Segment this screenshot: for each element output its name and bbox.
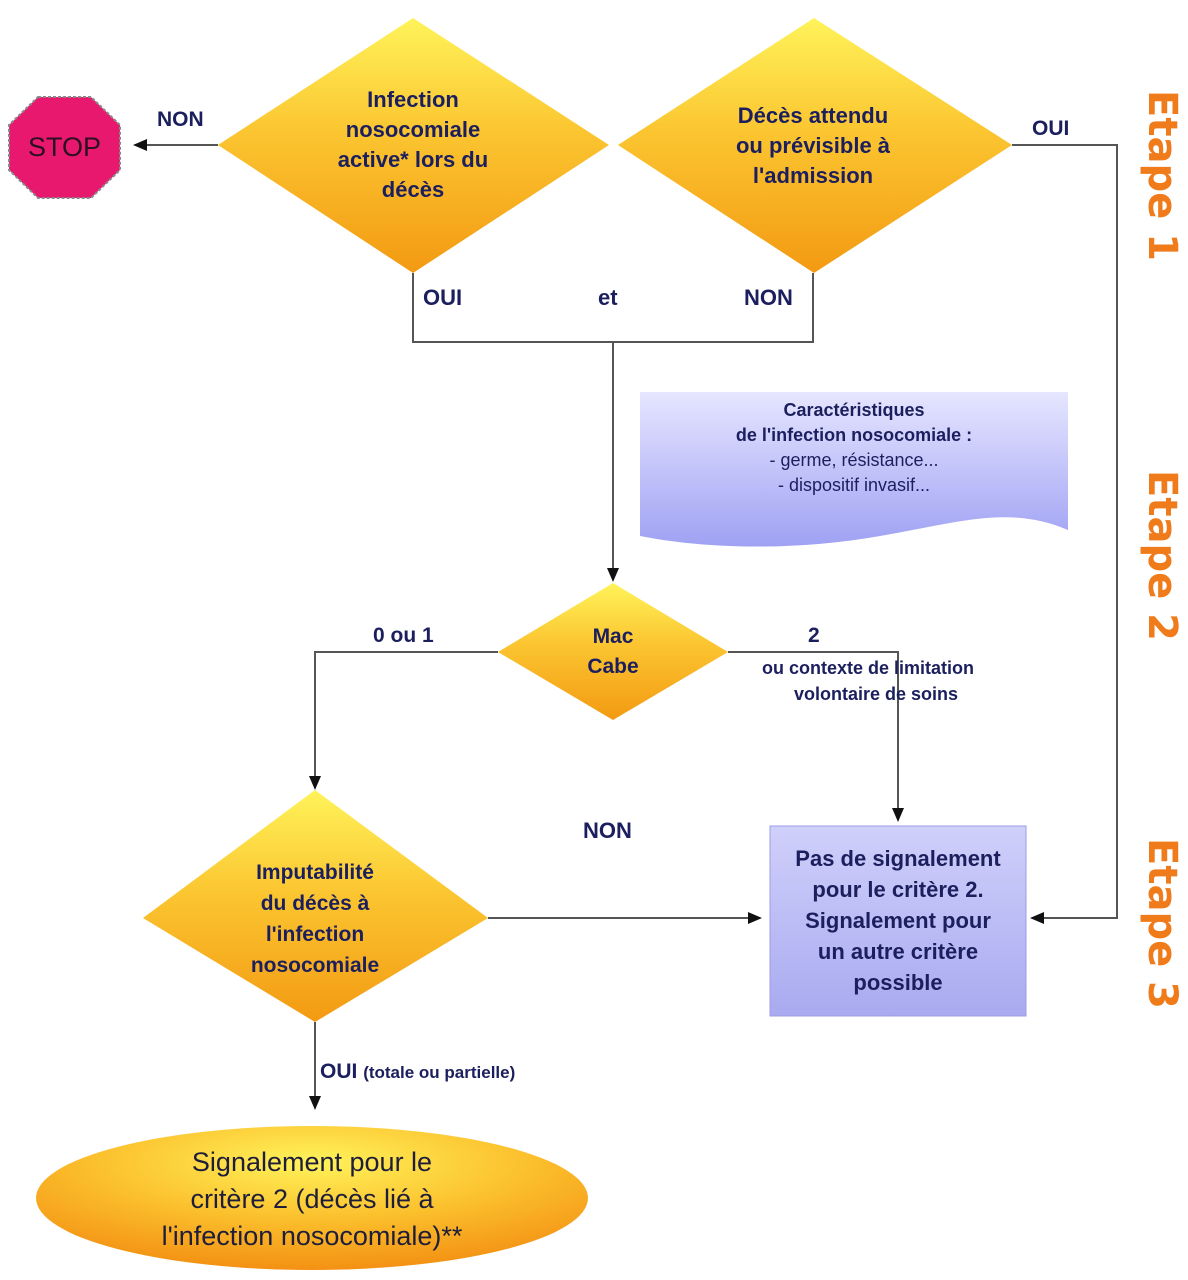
label-non-mid: NON xyxy=(744,285,793,310)
etape-1: Etape 1 xyxy=(1139,90,1185,261)
connectors xyxy=(133,139,1118,1110)
deces-attendu-diamond xyxy=(618,18,1012,273)
zero-ou-un-connector xyxy=(309,651,498,790)
stop-sign xyxy=(8,96,121,199)
label-non-stop: NON xyxy=(157,108,204,131)
label-deux: 2 xyxy=(808,624,820,647)
label-oui-totale: OUI (totale ou partielle) xyxy=(320,1060,516,1083)
stop-label: STOP xyxy=(27,132,102,162)
label-contexte-1: ou contexte de limitation xyxy=(762,658,975,678)
deces-attendu-text: Décès attendu ou prévisible à l'admissio… xyxy=(735,102,891,188)
label-oui-right: OUI xyxy=(1032,117,1070,140)
etape-3: Etape 3 xyxy=(1139,838,1185,1009)
label-non-imput: NON xyxy=(583,818,632,843)
label-zero-ou-un: 0 ou 1 xyxy=(373,624,434,647)
signalement-ellipse xyxy=(36,1126,588,1270)
pas-signalement-text: Pas de signalement pour le critère 2. Si… xyxy=(795,845,1001,995)
deux-connector xyxy=(728,651,904,822)
infection-active-text: Infection nosocomiale active* lors du dé… xyxy=(337,87,489,202)
etape-2: Etape 2 xyxy=(1139,470,1185,641)
signalement-text: Signalement pour le critère 2 (décès lié… xyxy=(161,1146,463,1251)
label-contexte-2: volontaire de soins xyxy=(794,684,959,704)
mac-cabe-diamond xyxy=(498,583,728,720)
caracteristiques-note xyxy=(640,392,1068,547)
imputabilite-diamond xyxy=(143,790,488,1022)
imputabilite-text: Imputabilité du décès à l'infection noso… xyxy=(250,860,380,977)
label-oui-left: OUI xyxy=(423,285,463,310)
label-et: et xyxy=(598,285,618,310)
caracteristiques-text: Caractéristiques de l'infection nosocomi… xyxy=(735,400,973,495)
infection-active-diamond xyxy=(218,18,609,273)
mac-cabe-text: Mac Cabe xyxy=(587,625,639,678)
oui-right-connector xyxy=(1012,144,1118,924)
pas-signalement-box xyxy=(769,825,1027,1017)
